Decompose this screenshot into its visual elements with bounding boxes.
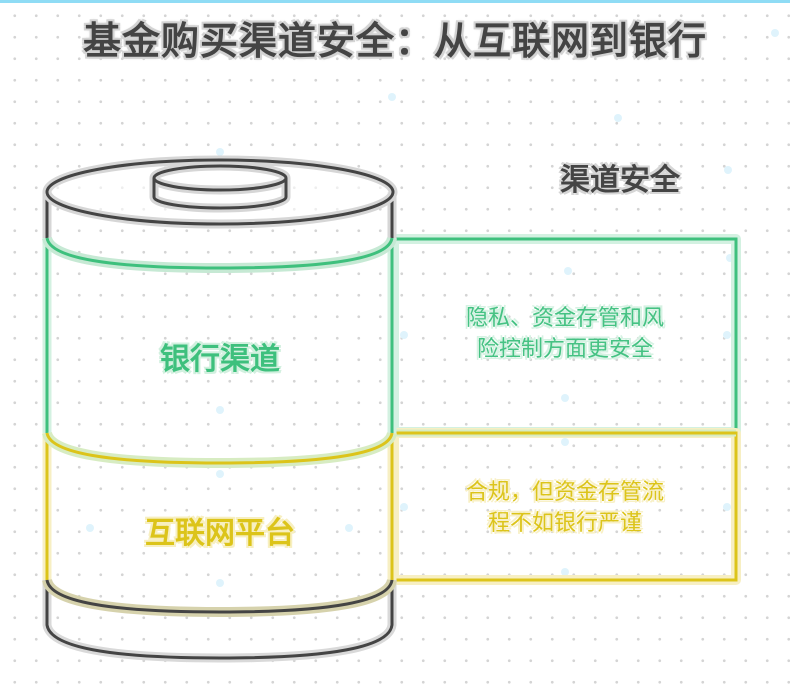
top-accent-bar [0, 0, 790, 3]
description-bank-line-1: 隐私、资金存管和风 [465, 306, 664, 331]
description-internet-line-1: 合规，但资金存管流 [465, 480, 664, 505]
diagram-title: 基金购买渠道安全：从互联网到银行 [82, 19, 707, 63]
decorative-dots [86, 29, 779, 587]
cylinder-bank-section [42, 236, 397, 433]
cylinder-cap [149, 161, 291, 213]
description-bank-line-2: 险控制方面更安全 [476, 337, 653, 362]
cylinder-internet-section [42, 431, 397, 580]
description-internet: 合规，但资金存管流 程不如银行严谨 [420, 477, 710, 539]
cylinder-base [42, 578, 397, 663]
layer-label-internet: 互联网平台 [145, 516, 295, 551]
description-internet-line-2: 程不如银行严谨 [487, 511, 642, 536]
layer-label-bank: 银行渠道 [160, 342, 280, 377]
section-title: 渠道安全 [560, 163, 680, 198]
description-bank: 隐私、资金存管和风 险控制方面更安全 [420, 303, 710, 365]
